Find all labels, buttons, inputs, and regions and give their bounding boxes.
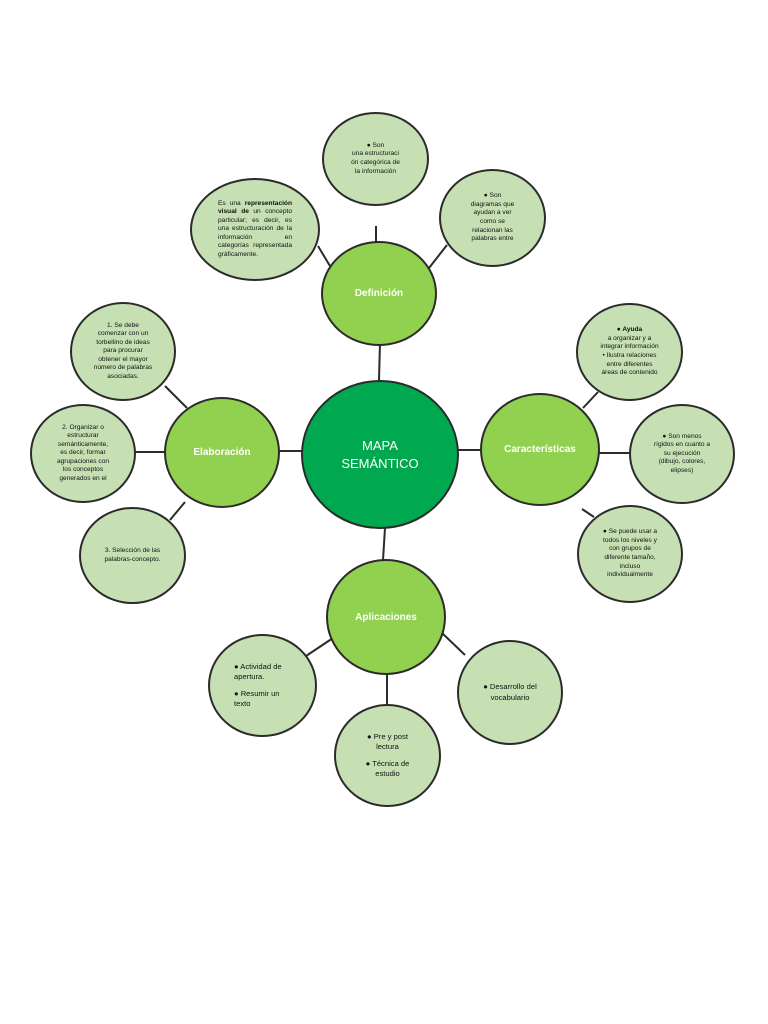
text-line: ● Se puede usar a <box>602 528 658 536</box>
hub-definicion: Definición <box>321 241 437 346</box>
elaboracion-leaf-middle: 2. Organizar o estructurar semánticament… <box>30 404 136 503</box>
hub-aplicaciones: Aplicaciones <box>326 559 446 675</box>
text-line: rígidos en cuanto a <box>653 441 711 449</box>
text-line: semánticamente, <box>57 440 109 448</box>
text-line: torbellino de ideas <box>96 338 150 346</box>
text-line: Son <box>372 141 385 149</box>
text-line: comenzar con un <box>97 330 149 338</box>
text-line: entre diferentes <box>606 360 653 368</box>
definicion-leaf-left: Es una representación visual de un conce… <box>190 178 320 281</box>
text-line: número de palabras <box>93 364 153 372</box>
caracteristicas-leaf-top: ● Ayuda a organizar y a integrar informa… <box>576 303 683 401</box>
list-item: ● Técnica de estudio <box>365 759 410 779</box>
caracteristicas-leaf-bottom: ● Se puede usar a todos los niveles y co… <box>577 505 683 603</box>
text-line: palabras-concepto. <box>104 555 161 563</box>
hub-elaboracion-label: Elaboración <box>193 447 251 458</box>
list-item: ● Desarrollo del vocabulario <box>483 682 537 702</box>
text-line: diferente tamaño, <box>604 554 656 561</box>
text-line: ayudan a ver <box>473 209 512 217</box>
text-line: individualmente <box>607 571 653 579</box>
text-line: incluso <box>619 562 641 570</box>
definicion-leaf-right: ● Son diagramas que ayudan a ver como se… <box>439 169 546 267</box>
text-line: generados en el <box>59 474 107 482</box>
text-line: obtener el mayor <box>98 355 148 363</box>
text-line: todos los niveles y <box>603 536 657 544</box>
bullet: ● <box>483 192 488 200</box>
elaboracion-leaf-bottom: 3. Selección de las palabras-concepto. <box>79 507 186 604</box>
aplicaciones-leaf-left: ● Actividad de apertura. ● Resumir un te… <box>208 634 317 737</box>
text-bold: ● Ayuda <box>616 326 643 334</box>
text-fragment: Es una <box>218 199 245 207</box>
aplicaciones-leaf-middle: ● Pre y post lectura ● Técnica de estudi… <box>334 704 441 807</box>
text-line: • Ilustra relaciones <box>602 352 657 359</box>
text-line: para procurar <box>103 347 143 355</box>
hub-definicion-label: Definición <box>354 288 404 299</box>
text-line: integrar información <box>600 343 659 351</box>
text-line: ● Son menos <box>662 432 702 440</box>
text-bold: representación visual de <box>218 199 292 216</box>
text-fragment: un concepto particular; es decir, es una… <box>218 208 292 258</box>
text-line: una estructuraci <box>352 150 399 158</box>
text-line: estructurar <box>67 432 99 440</box>
text-line: asociadas. <box>107 372 139 380</box>
center-title-line2: SEMÁNTICO <box>341 455 419 471</box>
caracteristicas-leaf-middle: ● Son menos rígidos en cuanto a su ejecu… <box>629 404 735 504</box>
text-line: 2. Organizar o <box>62 423 104 431</box>
text-line: ón categórica de <box>351 159 400 166</box>
text-line: relacionan las <box>472 226 513 234</box>
text-line: como se <box>480 218 505 225</box>
hub-elaboracion: Elaboración <box>164 397 280 508</box>
text-line: Son <box>489 192 502 200</box>
text-line: diagramas que <box>470 200 515 208</box>
hub-caracteristicas: Características <box>480 393 600 506</box>
text-line: (dibujo, colores, <box>658 458 706 466</box>
list-item: ● Actividad de apertura. <box>234 661 282 681</box>
text-line: los conceptos <box>62 466 104 474</box>
text-line: la información <box>354 167 397 175</box>
text-line: es decir, formar <box>60 449 106 457</box>
mapa-semantico-center: MAPA SEMÁNTICO <box>301 380 459 529</box>
aplicaciones-leaf-right: ● Desarrollo del vocabulario <box>457 640 563 745</box>
text-line: elipses) <box>670 466 694 474</box>
text-line: agrupaciones con <box>56 457 110 465</box>
text-line: su ejecución <box>663 449 701 457</box>
elaboracion-leaf-top: 1. Se debe comenzar con un torbellino de… <box>70 302 176 401</box>
text-line: 3. Selección de las <box>104 546 161 554</box>
text-line: con grupos de <box>609 545 651 553</box>
definicion-leaf-top: ● Son una estructuraci ón categórica de … <box>322 112 429 206</box>
list-item: ● Resumir un texto <box>234 689 280 709</box>
text-line: áreas de contenido <box>601 369 658 377</box>
definicion-left-text: Es una representación visual de un conce… <box>218 200 292 260</box>
center-title-line1: MAPA <box>362 437 398 453</box>
list-item: ● Pre y post lectura <box>367 731 408 751</box>
text-line: a organizar y a <box>607 334 652 342</box>
hub-caracteristicas-label: Características <box>504 444 576 455</box>
bullet: ● <box>366 141 371 149</box>
hub-aplicaciones-label: Aplicaciones <box>355 611 417 623</box>
text-line: palabras entre <box>471 235 514 243</box>
text-line: 1. Se debe <box>107 321 139 329</box>
